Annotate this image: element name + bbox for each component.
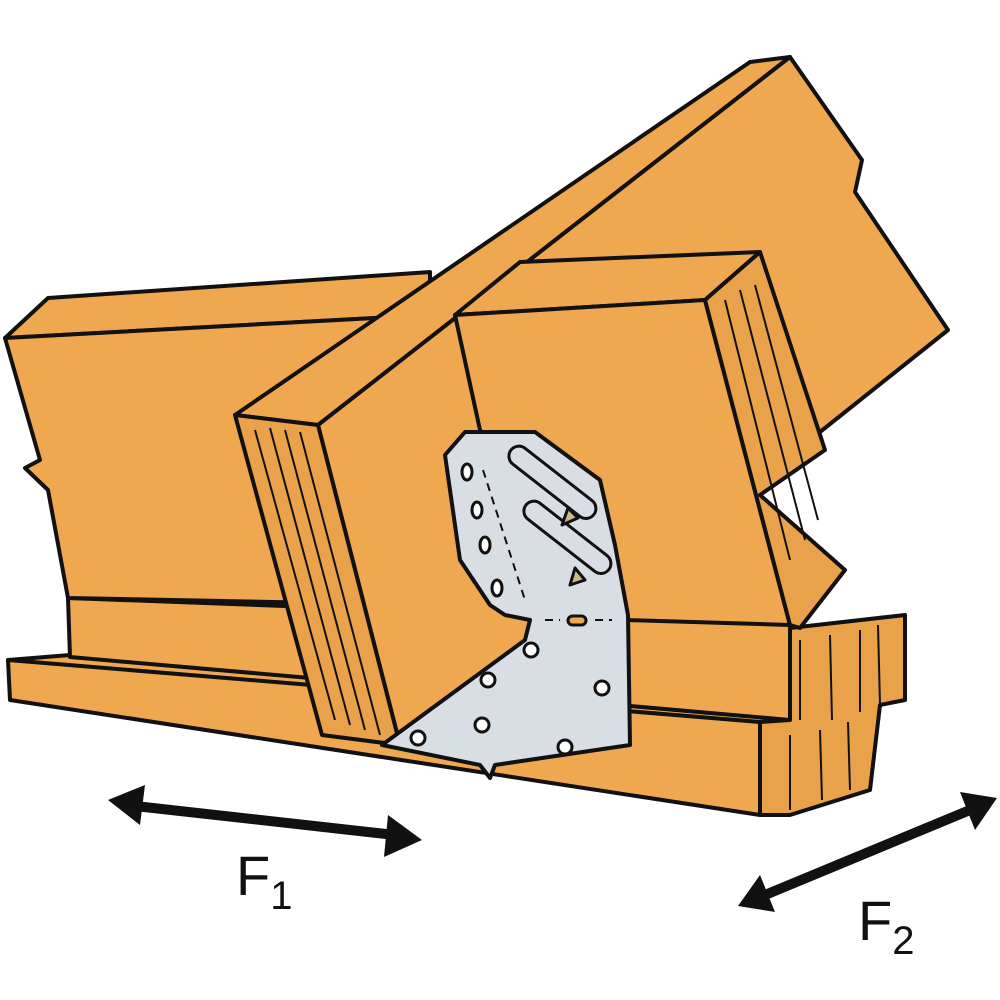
angle-connector-plate [380, 430, 632, 780]
force-arrow-f1 [108, 785, 422, 857]
force-label-f2: F2 [858, 889, 915, 963]
end-grain-stack [758, 613, 907, 817]
right-header-beam [453, 250, 847, 630]
force-arrow-f2 [738, 792, 997, 912]
force-label-f1: F1 [236, 844, 293, 918]
